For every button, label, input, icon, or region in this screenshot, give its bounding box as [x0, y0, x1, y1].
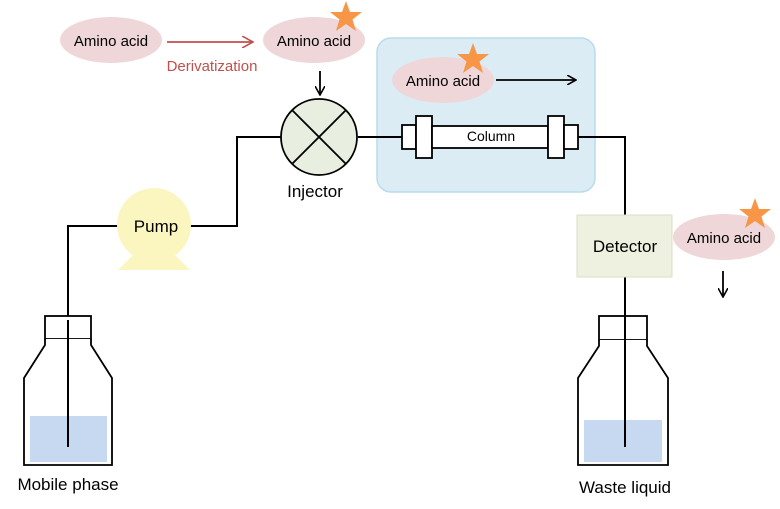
star-icon	[739, 198, 771, 228]
pump-icon	[117, 188, 191, 270]
tube-column-to-detector	[578, 136, 626, 215]
injector-valve-icon	[280, 98, 358, 176]
mobile-phase-bottle-icon	[23, 315, 113, 466]
star-icon	[457, 43, 489, 73]
amino-acid-derivatized-label: Amino acid	[277, 33, 351, 50]
waste-liquid-label: Waste liquid	[579, 478, 671, 497]
column-panel	[376, 37, 596, 193]
tubing	[67, 136, 626, 320]
amino-acid-source-bubble	[60, 17, 162, 63]
column-label: Column	[467, 128, 515, 144]
star-icon	[330, 1, 362, 31]
mobile-phase-label: Mobile phase	[17, 475, 118, 494]
column-icon	[401, 115, 579, 159]
detector-box	[576, 214, 673, 278]
tube-bottle-to-pump	[67, 225, 118, 320]
tube-pump-to-injector	[190, 136, 281, 227]
amino-acid-detected-bubble	[673, 214, 775, 260]
injector-label: Injector	[287, 182, 343, 201]
amino-acid-source-label: Amino acid	[74, 33, 148, 50]
amino-acid-column-label: Amino acid	[406, 73, 480, 90]
pump-label: Pump	[134, 217, 178, 236]
amino-acid-detected-label: Amino acid	[687, 230, 761, 247]
detector-label: Detector	[593, 237, 658, 256]
waste-bottle-icon	[577, 315, 669, 466]
derivatization-label: Derivatization	[167, 58, 258, 75]
